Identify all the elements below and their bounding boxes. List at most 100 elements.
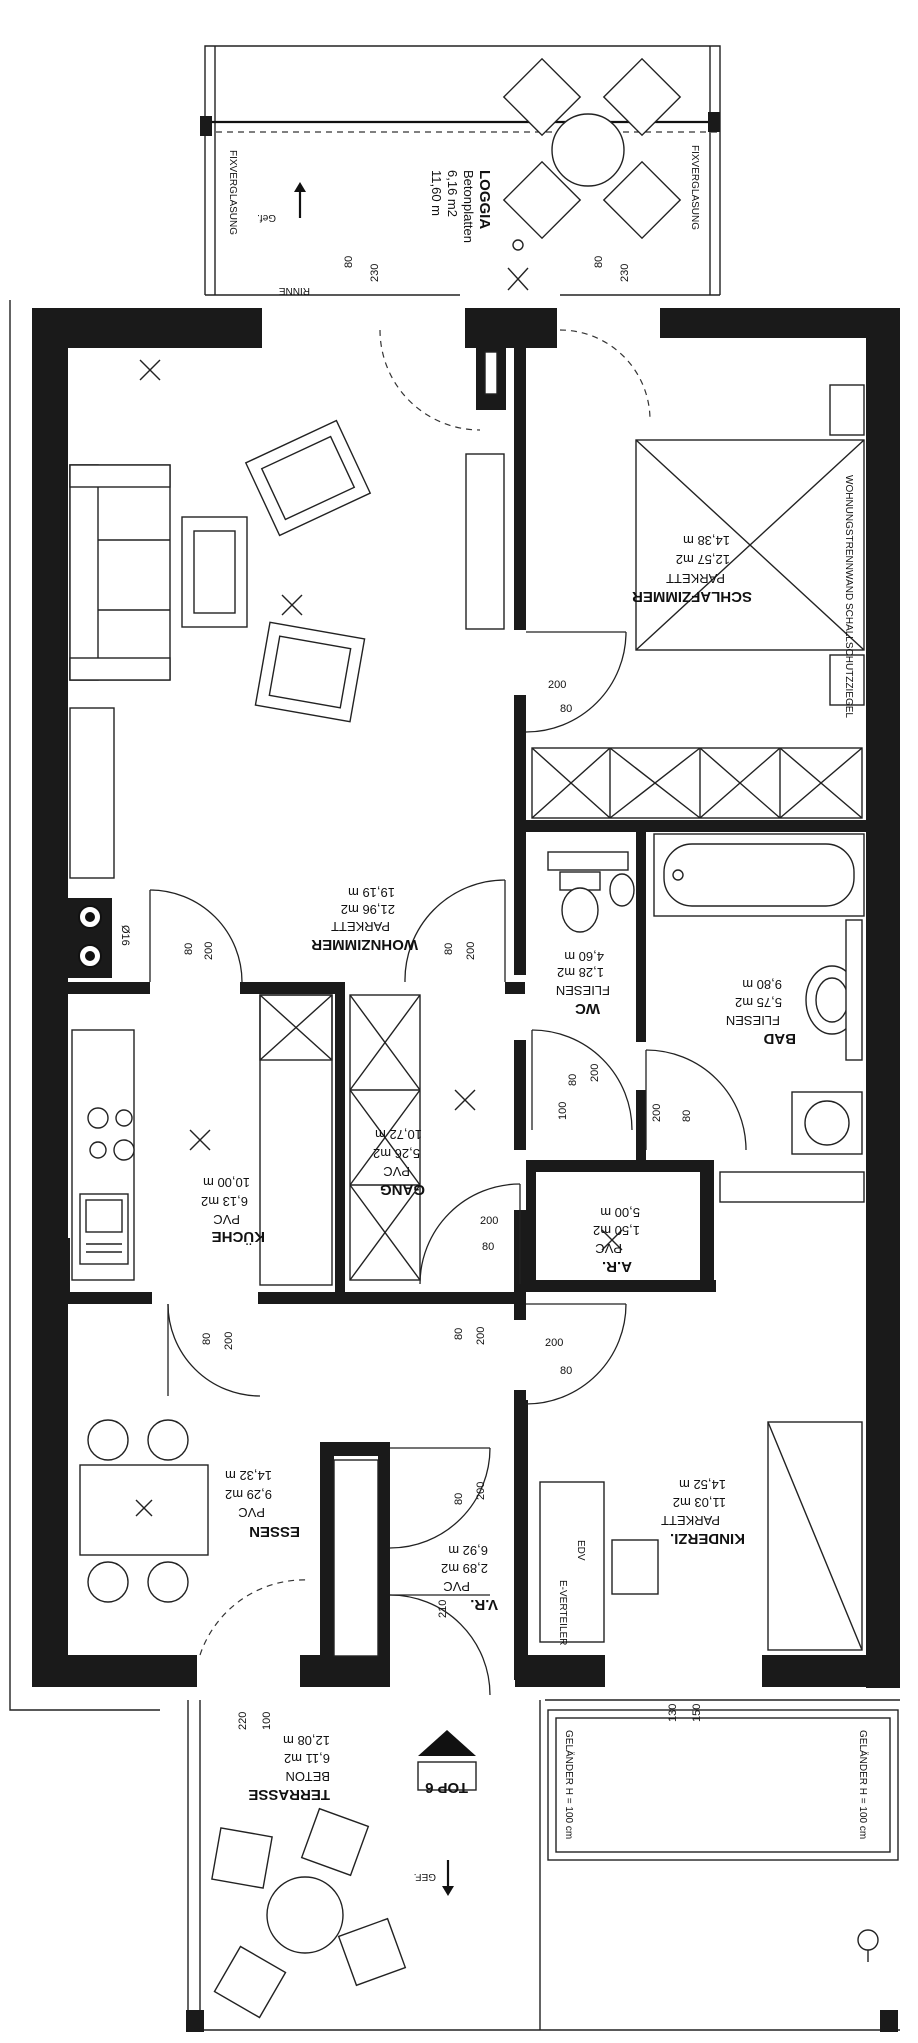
vr-name: V.R. (470, 1596, 498, 1613)
terrace-table-set (211, 1807, 407, 2019)
wohnzimmer-floor: PARKETT (331, 919, 390, 934)
bathtub-icon (653, 833, 865, 917)
gelaender-label-2: GELÄNDER H = 100 cm (857, 1730, 869, 1839)
terrasse-name: TERRASSE (248, 1786, 330, 1803)
wc-room: 100 80 200 WC FLIESEN 1,28 m2 4,60 m (531, 851, 635, 1131)
unit-label: TOP 6 (425, 1779, 468, 1796)
nightstand (829, 384, 865, 436)
wohnzimmer-area1: 21,96 m2 (341, 902, 395, 917)
vr-area2: 6,92 m (448, 1543, 488, 1558)
dim-80-schlaf: 80 (560, 703, 572, 715)
ar-area1: 1,50 m2 (593, 1223, 640, 1238)
dim-210-vr: 210 (437, 1600, 449, 1618)
dim-80-kueche: 80 (201, 1333, 213, 1345)
edv-label: EDV (575, 1540, 586, 1561)
wc-cistern (547, 851, 629, 871)
schlafzimmer-name: SCHLAFZIMMER (632, 588, 752, 605)
dim-200-bad: 200 (651, 1104, 663, 1122)
kinderzi-area1: 11,03 m2 (673, 1495, 726, 1510)
essen-floor: PVC (238, 1505, 265, 1520)
wohnzimmer-area2: 19,19 m (348, 885, 395, 900)
essen-area1: 9,29 m2 (225, 1487, 272, 1502)
living-room: Ø16 80 200 80 200 WOHNZIMMER PARKETT 21,… (68, 329, 651, 983)
bed (635, 439, 865, 651)
vr-area1: 2,89 m2 (441, 1561, 488, 1576)
vr-floor: PVC (443, 1579, 470, 1594)
dim-80-wohn: 80 (183, 943, 195, 955)
bad-floor: FLIESEN (726, 1013, 780, 1028)
terrace-gef-label: GEF. (414, 1871, 436, 1882)
dim-200-schlaf: 200 (548, 679, 566, 691)
kitchen: 80 200 KÜCHE PVC 6,13 m2 10,00 m (71, 994, 333, 1397)
light-fixture-icon (281, 594, 303, 616)
gang-area2: 10,72 m (375, 1127, 422, 1142)
dim-80-loggia-r: 80 (593, 256, 605, 268)
dining-table (79, 1419, 209, 1603)
dining-room: ESSEN PVC 9,29 m2 14,32 m (79, 1419, 311, 1656)
nightstand (829, 654, 865, 706)
wc-floor: FLIESEN (556, 983, 610, 998)
kueche-area1: 6,13 m2 (201, 1194, 248, 1209)
armchair (254, 621, 366, 723)
bad-area1: 5,75 m2 (735, 995, 782, 1010)
arrow-icon (442, 1860, 454, 1896)
sink-icon (79, 1193, 129, 1265)
dim-80-kinder: 80 (560, 1365, 572, 1377)
kitchen-cabinet (259, 994, 333, 1286)
loggia-gef-label: Gef. (257, 212, 276, 223)
dim-200-vr: 200 (475, 1482, 487, 1500)
light-fixture-icon (189, 1129, 211, 1151)
terrasse-area2: 12,08 m (283, 1733, 330, 1748)
pipe-label: Ø16 (119, 925, 131, 946)
loggia-fixverglasung-right: FIXVERGLASUNG (689, 145, 700, 230)
gang-area1: 5,26 m2 (373, 1146, 420, 1161)
dim-130-kinder: 130 (667, 1704, 679, 1722)
tree-icon (857, 1929, 879, 1962)
verteiler-label: E-VERTEILER (557, 1580, 568, 1645)
dim-220-terr: 220 (237, 1712, 249, 1730)
loggia-rinne-label: RINNE (279, 285, 310, 296)
kueche-area2: 10,00 m (203, 1175, 250, 1190)
unit-marker: TOP 6 (417, 1730, 477, 1796)
dim-80-loggia-l: 80 (343, 256, 355, 268)
loggia-floor: Betonplatten (461, 170, 476, 243)
dim-200-kueche: 200 (223, 1332, 235, 1350)
ar-name: A.R. (602, 1258, 632, 1275)
schlafzimmer-floor: PARKETT (666, 571, 725, 586)
bathroom: 80 200 BAD FLIESEN 5,75 m2 9,80 m (645, 833, 865, 1155)
dim-80-bad: 80 (681, 1110, 693, 1122)
wc-area2: 4,60 m (564, 949, 604, 964)
armchair (244, 419, 372, 537)
dim-80-wohn2: 80 (443, 943, 455, 955)
dim-80-gang: 80 (482, 1241, 494, 1253)
dim-200-wohn: 200 (203, 942, 215, 960)
loggia-area1: 6,16 m2 (445, 170, 460, 217)
cooktop-icon (87, 1107, 135, 1161)
dim-80-wc: 80 (567, 1074, 579, 1086)
dim-200-wc: 200 (589, 1064, 601, 1082)
ar-shelf (719, 1171, 865, 1203)
storage-room: A.R. PVC 1,50 m2 5,00 m (593, 1171, 865, 1275)
gelaender-label-1: GELÄNDER H = 100 cm (563, 1730, 575, 1839)
dim-150-kinder: 150 (691, 1704, 703, 1722)
dim-100-wc: 100 (557, 1102, 569, 1120)
bedroom: 200 80 SCHLAFZIMMER PARKETT 12,57 m2 14,… (525, 384, 865, 819)
kinderzi-name: KINDERZI. (670, 1530, 745, 1547)
kinderzi-floor: PARKETT (661, 1513, 720, 1528)
wc-basin (609, 873, 635, 907)
exterior-walls (9, 300, 900, 1711)
ar-floor: PVC (595, 1241, 622, 1256)
essen-name: ESSEN (249, 1523, 300, 1540)
wc-name: WC (575, 1000, 600, 1017)
loggia-area2: 11,60 m (429, 170, 444, 216)
dim-100-terr: 100 (261, 1712, 273, 1730)
dim-200-kinder: 200 (545, 1337, 563, 1349)
light-fixture-icon (507, 239, 529, 291)
terrace: GELÄNDER H = 100 cm GELÄNDER H = 100 cm … (186, 1700, 900, 2032)
dim-230-loggia-r: 230 (619, 264, 631, 282)
toilet-icon (559, 871, 601, 933)
light-fixture-icon (454, 1089, 476, 1111)
gang-floor: PVC (383, 1164, 410, 1179)
wardrobe (531, 747, 863, 819)
bed (767, 1421, 863, 1651)
